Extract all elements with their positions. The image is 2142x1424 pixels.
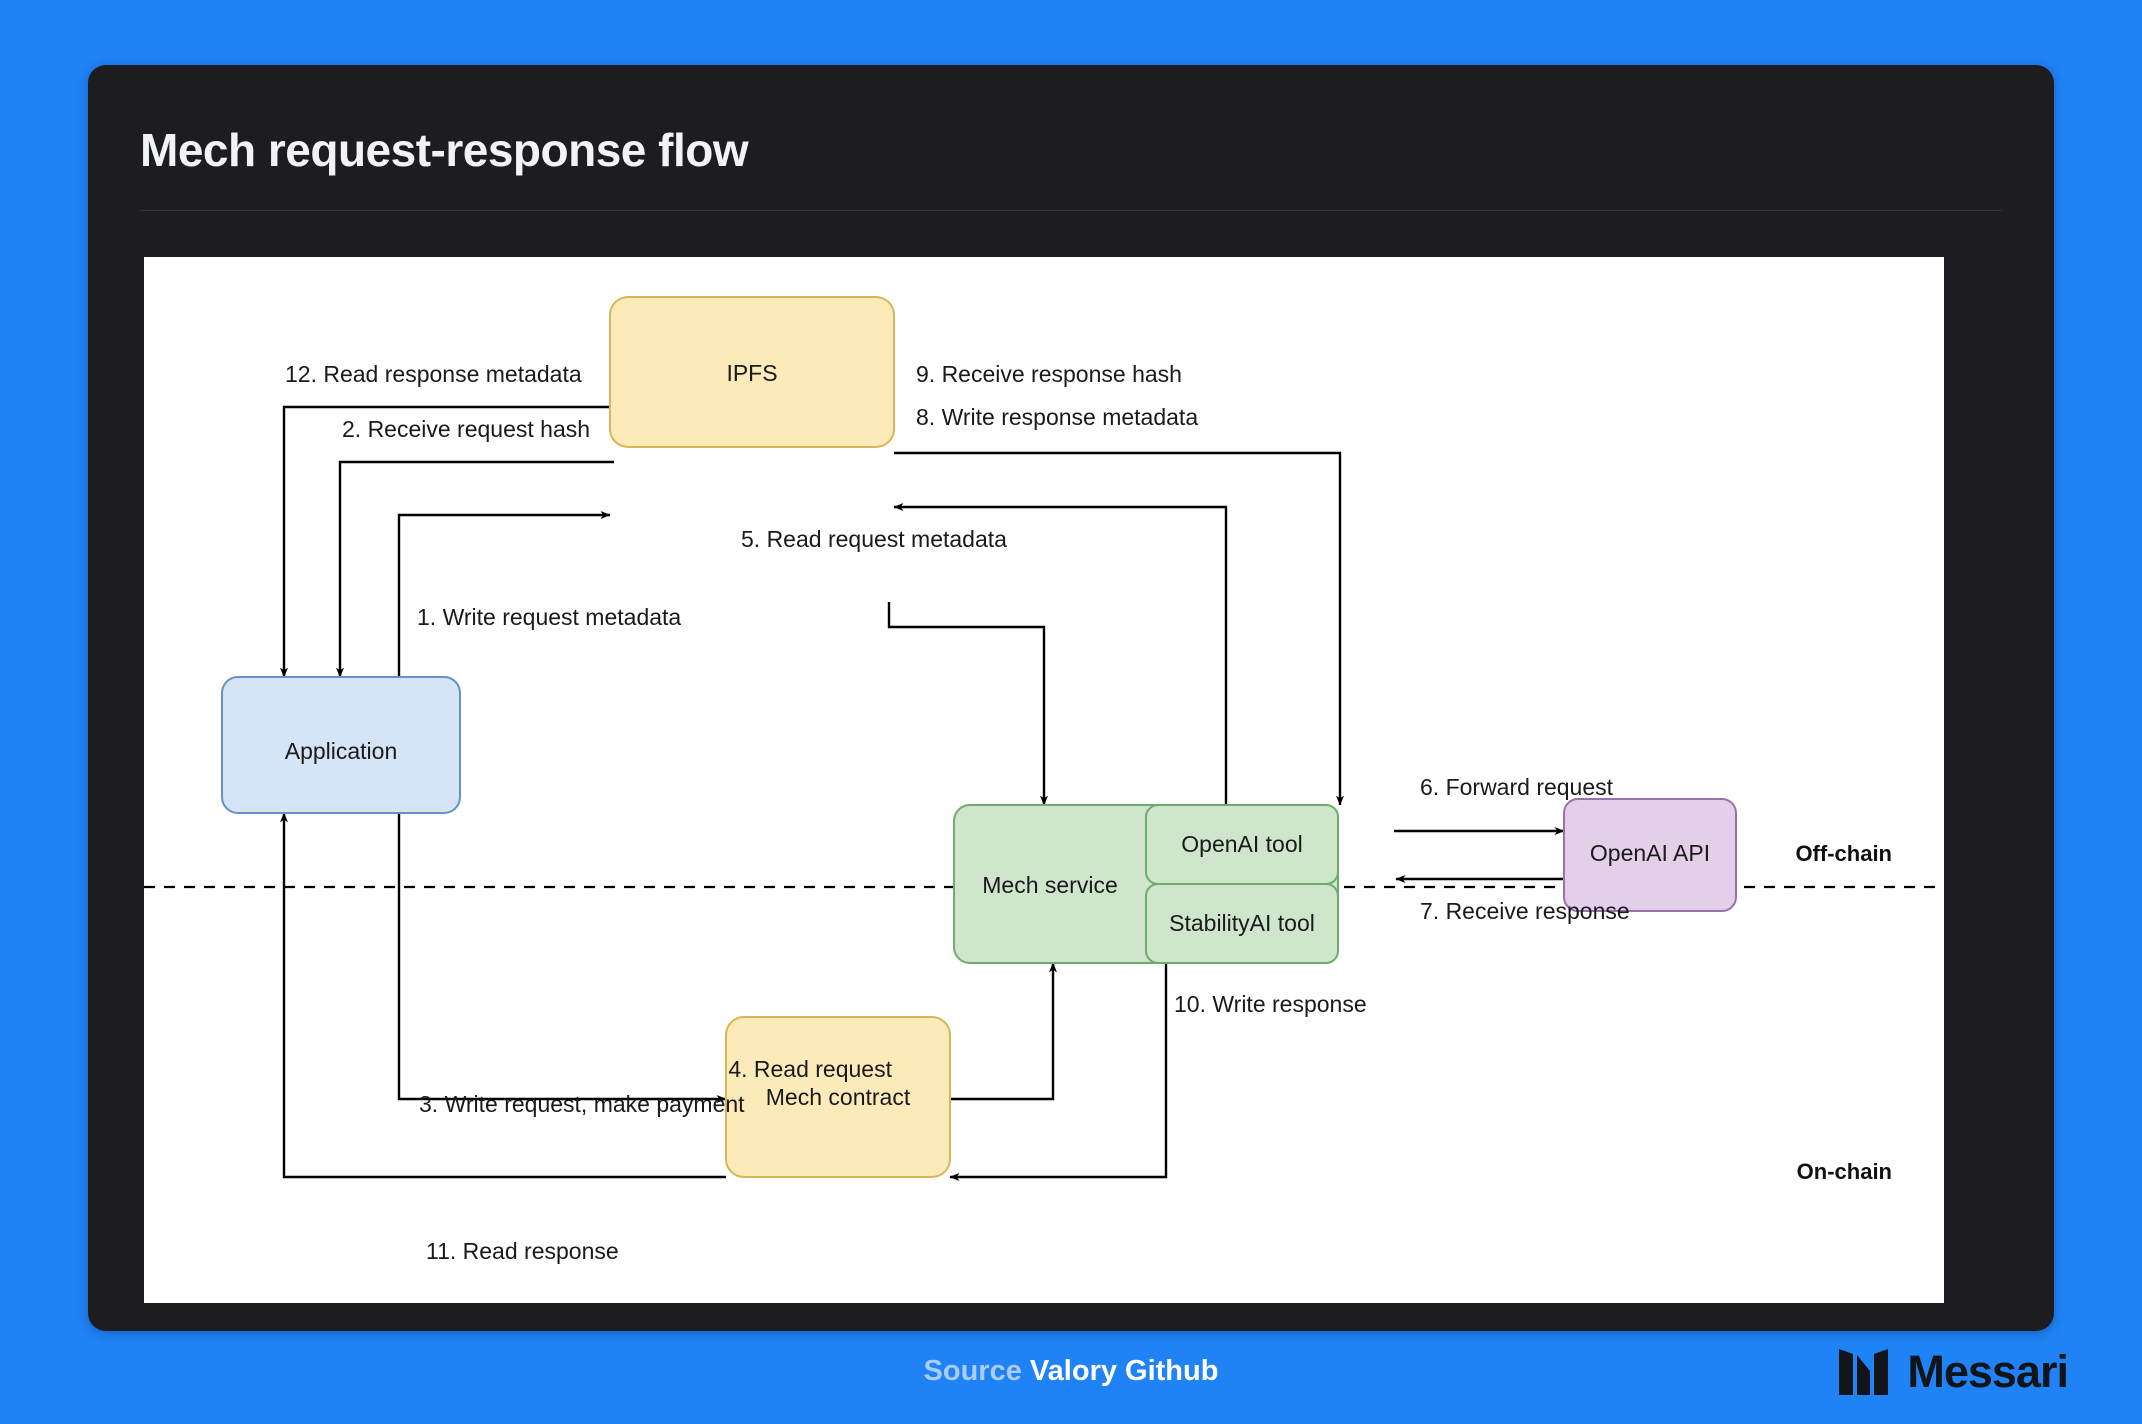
messari-mark-icon [1839, 1349, 1889, 1395]
edge-5-path [887, 602, 1048, 806]
edge-label-10: 10. Write response [1174, 991, 1367, 1017]
node-stabilityai-tool-label: StabilityAI tool [1169, 910, 1315, 936]
node-stabilityai-tool[interactable]: StabilityAI tool [1145, 883, 1339, 964]
node-openai-tool[interactable]: OpenAI tool [1145, 804, 1339, 885]
edge-label-9: 9. Receive response hash [916, 361, 1182, 387]
edge-label-1: 1. Write request metadata [417, 604, 681, 630]
source-attribution: Source Valory Github [0, 1355, 2142, 1388]
edge-10-path [949, 963, 1168, 1181]
source-label: Source [923, 1355, 1022, 1387]
node-ipfs[interactable]: IPFS [609, 296, 895, 448]
edge-label-5: 5. Read request metadata [741, 526, 1007, 552]
edge-label-2: 2. Receive request hash [342, 416, 590, 442]
node-mech-contract[interactable]: Mech contract [725, 1016, 951, 1178]
edge-label-12: 12. Read response metadata [285, 361, 582, 387]
edge-8-path [893, 503, 1228, 805]
edge-label-8: 8. Write response metadata [916, 404, 1198, 430]
messari-wordmark: Messari [1907, 1346, 2069, 1397]
node-openai-api[interactable]: OpenAI API [1563, 798, 1737, 912]
node-mech-service-label: Mech service [982, 872, 1117, 898]
title-divider [140, 210, 2002, 211]
node-openai-api-label: OpenAI API [1590, 840, 1710, 866]
edge-9-path [894, 451, 1344, 806]
source-name: Valory Github [1029, 1355, 1219, 1387]
zone-label-offchain: Off-chain [1795, 841, 1892, 866]
edge-11-path [280, 812, 726, 1179]
edge-12-path [280, 405, 614, 678]
edge-2-path [336, 460, 614, 678]
edge-label-11: 11. Read response [426, 1238, 619, 1264]
node-openai-tool-label: OpenAI tool [1181, 831, 1302, 857]
node-application-label: Application [285, 738, 398, 764]
node-ipfs-label: IPFS [726, 360, 777, 386]
page-title: Mech request-response flow [140, 124, 749, 176]
messari-logo: Messari [1837, 1346, 2069, 1398]
edge-label-4: 4. Read request [728, 1056, 892, 1082]
node-mech-contract-label: Mech contract [766, 1084, 911, 1110]
edge-label-6: 6. Forward request [1420, 774, 1614, 800]
edge-label-3: 3. Write request, make payment [419, 1091, 745, 1117]
edge-1-path [397, 511, 611, 677]
diagram-canvas: Application IPFS Mech service OpenAI too… [144, 257, 1944, 1303]
zone-label-onchain: On-chain [1797, 1159, 1892, 1184]
diagram-card: Mech request-response flow [88, 65, 2054, 1331]
edge-3-path [397, 813, 727, 1103]
edge-label-7: 7. Receive response [1420, 898, 1630, 924]
node-application[interactable]: Application [221, 676, 461, 814]
edge-4-path [947, 962, 1057, 1101]
